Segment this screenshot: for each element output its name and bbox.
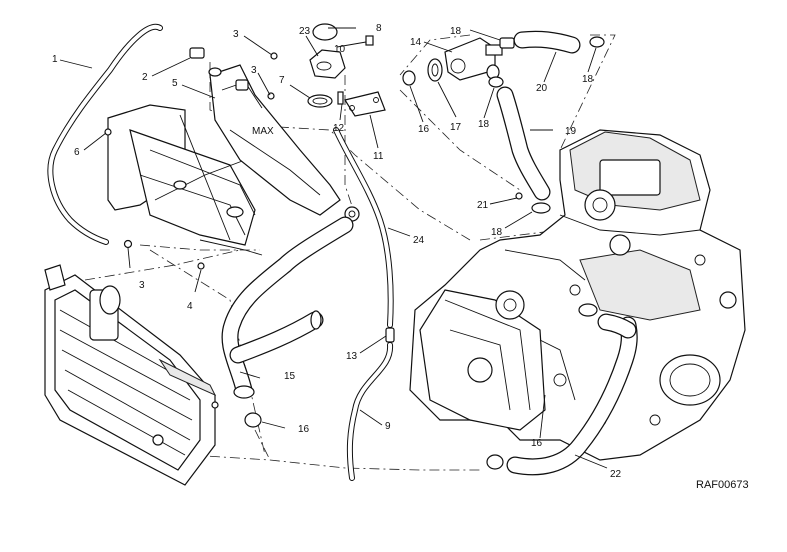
label-10: 10	[334, 44, 346, 55]
label-18b: 18	[582, 74, 594, 85]
label-18d: 18	[491, 227, 503, 238]
label-11: 11	[373, 151, 384, 162]
label-7: 7	[279, 75, 285, 86]
hose-20	[513, 30, 581, 54]
label-16c: 16	[531, 438, 543, 449]
part-number-labels: 1 2 3 3 3 4 5 6 7 8 9 10 11 12 13 14 15 …	[52, 23, 622, 480]
label-8: 8	[376, 23, 382, 34]
filler-neck	[307, 23, 374, 108]
assembly-lines	[84, 34, 616, 471]
label-5: 5	[172, 78, 178, 89]
hose-19	[496, 86, 551, 201]
label-9: 9	[385, 421, 391, 432]
thermostat-housing	[427, 37, 503, 82]
frame-structure	[107, 104, 263, 256]
leader-lines	[59, 27, 608, 469]
label-3a: 3	[233, 29, 239, 40]
label-18a: 18	[450, 26, 462, 37]
label-16a: 16	[418, 124, 430, 135]
label-24: 24	[413, 235, 425, 246]
label-3c: 3	[139, 280, 145, 291]
label-19: 19	[565, 126, 577, 137]
overflow-hose-24	[333, 127, 394, 328]
bracket-11	[337, 91, 386, 117]
label-14: 14	[410, 37, 422, 48]
label-22: 22	[610, 469, 622, 480]
label-3b: 3	[251, 65, 257, 76]
hose-22	[506, 313, 638, 476]
label-21: 21	[477, 200, 489, 211]
label-13: 13	[346, 351, 358, 362]
label-1: 1	[52, 54, 58, 65]
hose-15	[221, 216, 354, 399]
label-17: 17	[450, 122, 462, 133]
label-2: 2	[142, 72, 148, 83]
label-16b: 16	[298, 424, 310, 435]
label-4: 4	[187, 301, 193, 312]
label-18c: 18	[478, 119, 490, 130]
label-12: 12	[333, 123, 345, 134]
breather-hose-1	[47, 23, 163, 245]
label-15: 15	[284, 371, 296, 382]
label-20: 20	[536, 83, 548, 94]
diagram-reference-code: RAF00673	[696, 479, 749, 491]
radiator	[44, 264, 219, 486]
tank-max-mark: MAX	[252, 126, 274, 137]
hose-clamps	[104, 36, 605, 470]
label-6: 6	[74, 147, 80, 158]
engine-block	[409, 129, 746, 461]
label-23: 23	[299, 26, 311, 37]
overflow-hose-9	[346, 327, 395, 481]
